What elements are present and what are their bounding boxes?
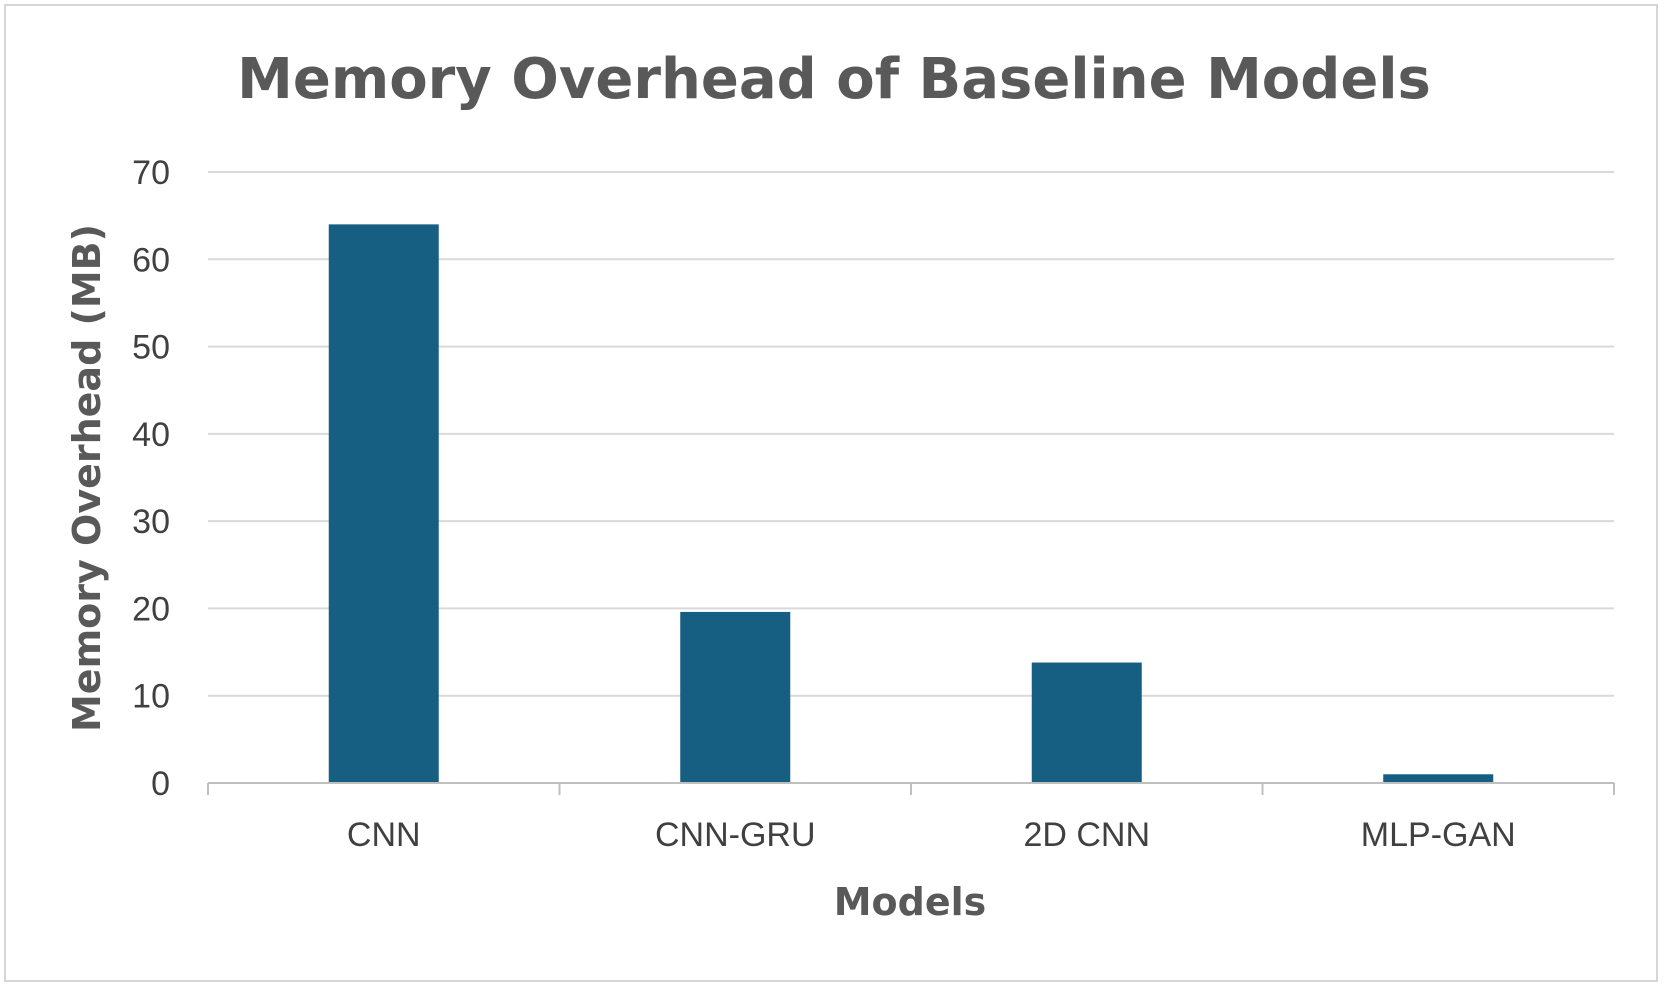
chart-frame [4, 4, 1658, 982]
x-tick-label: CNN-GRU [655, 816, 816, 854]
y-tick-label: 40 [132, 416, 170, 454]
y-tick-label: 30 [132, 503, 170, 541]
x-tick-label: CNN [347, 816, 421, 854]
x-tick-label: MLP-GAN [1361, 816, 1516, 854]
y-tick-label: 50 [132, 329, 170, 367]
x-category-labels: CNN CNN-GRU 2D CNN MLP-GAN [347, 816, 1516, 854]
chart-title: Memory Overhead of Baseline Models [237, 47, 1431, 112]
y-tick-labels: 0 10 20 30 40 50 60 70 [132, 154, 170, 803]
bar-2d-cnn [1031, 662, 1142, 783]
x-tick-label: 2D CNN [1023, 816, 1150, 854]
gridlines [208, 171, 1614, 697]
x-axis [207, 782, 1615, 795]
y-axis-title: Memory Overhead (MB) [65, 224, 109, 732]
bar-mlp-gan [1383, 774, 1494, 783]
y-tick-label: 10 [132, 678, 170, 716]
bar-cnn [328, 224, 439, 783]
bars [328, 224, 1494, 783]
y-tick-label: 60 [132, 241, 170, 279]
x-axis-title: Models [834, 880, 987, 924]
y-tick-label: 0 [151, 765, 170, 803]
y-tick-label: 20 [132, 590, 170, 628]
y-tick-label: 70 [132, 154, 170, 192]
bar-cnn-gru [680, 611, 791, 783]
